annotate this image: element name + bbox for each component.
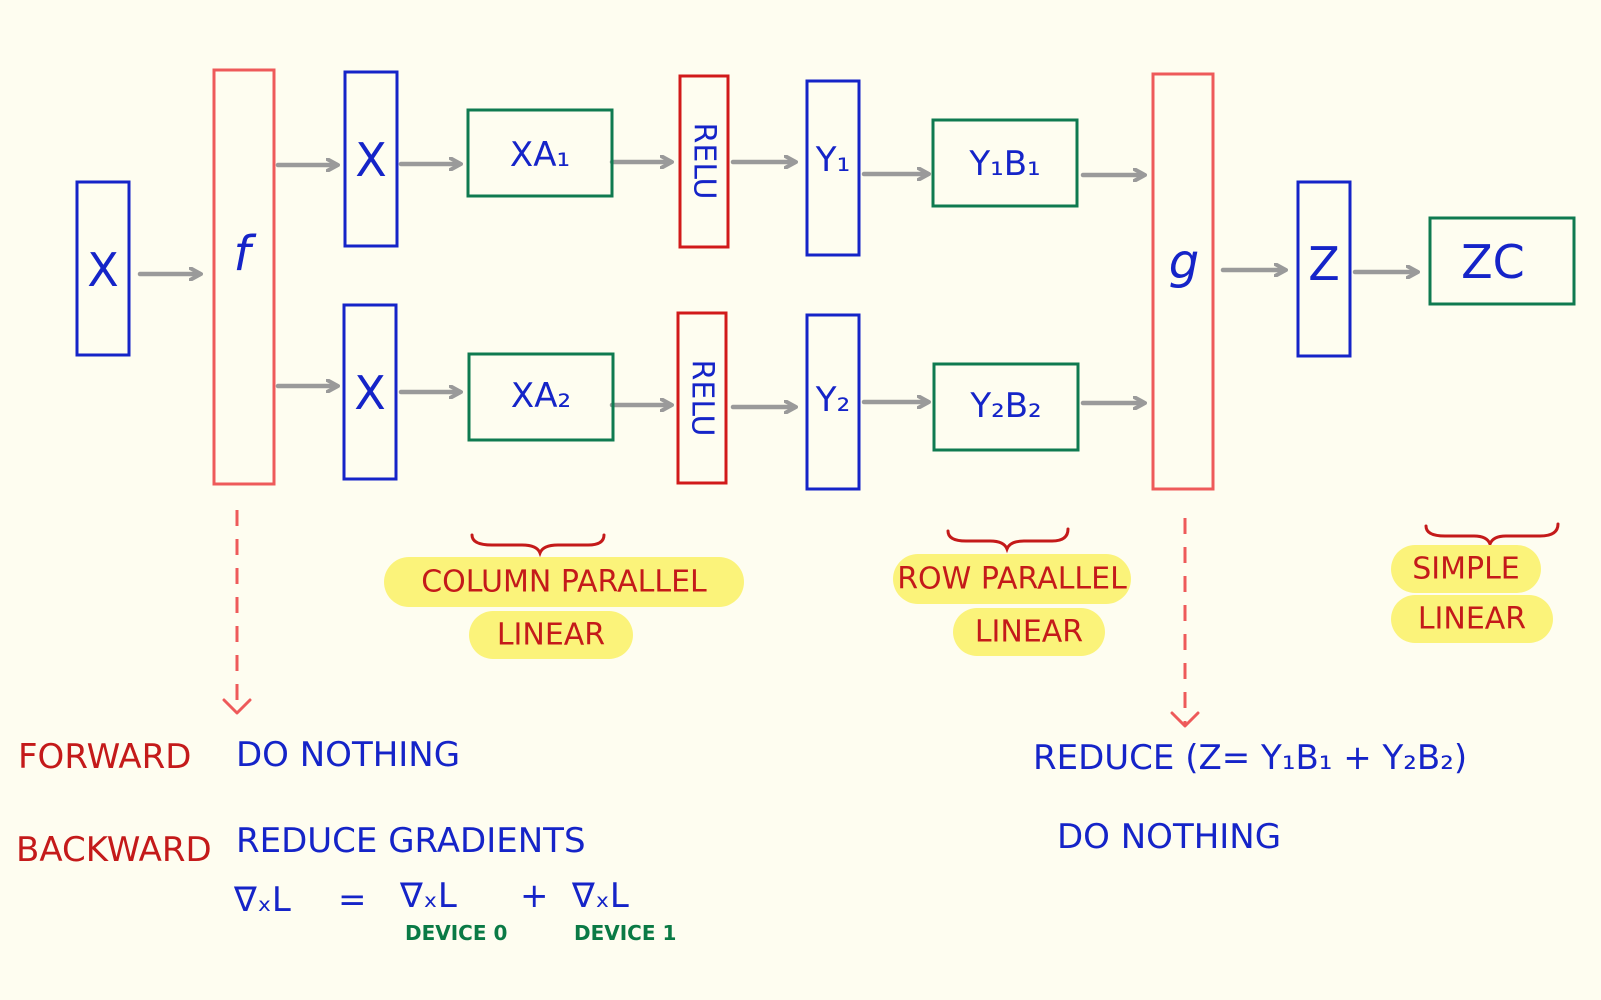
x-top-box <box>343 70 399 248</box>
z-box <box>1296 180 1352 358</box>
f-backward-note: REDUCE GRADIENTS <box>236 821 586 861</box>
y1b1-box <box>931 118 1079 208</box>
g-label: g <box>1169 234 1199 290</box>
f-forward-note: DO NOTHING <box>236 735 460 775</box>
highlight-column-parallel <box>384 557 744 607</box>
y2b2-box <box>932 362 1080 452</box>
highlight-simple-linear <box>1391 595 1553 643</box>
grad-lhs: ∇ₓL <box>233 880 291 920</box>
label-column-parallel: COLUMN PARALLEL <box>421 565 707 600</box>
device-1-label: DEVICE 1 <box>574 921 676 945</box>
zc-label: ZC <box>1461 235 1525 289</box>
grad-plus: + <box>520 876 549 916</box>
label-simple-linear: LINEAR <box>1418 602 1526 637</box>
highlight-row-linear <box>953 608 1105 656</box>
grad-term-device-1: ∇ₓL <box>571 876 629 916</box>
relu-bottom-box <box>676 311 728 485</box>
label-simple: SIMPLE <box>1412 552 1520 587</box>
grad-equals: = <box>338 880 367 920</box>
highlight-simple <box>1391 545 1541 593</box>
y2b2-label: Y₂B₂ <box>969 386 1041 426</box>
xa2-label: XA₂ <box>511 376 571 416</box>
x-top-label: X <box>355 133 387 187</box>
brace-simple <box>1424 522 1560 549</box>
f-box <box>212 68 276 486</box>
highlight-column-linear <box>469 611 633 659</box>
y1-label: Y₁ <box>815 140 850 180</box>
brace-column-parallel <box>470 533 606 558</box>
label-row-linear: LINEAR <box>975 615 1083 650</box>
label-row-parallel: ROW PARALLEL <box>897 562 1127 597</box>
y2-label: Y₂ <box>815 380 850 420</box>
relu-top-label: RELU <box>687 123 722 200</box>
y1-box <box>805 79 861 257</box>
highlight-row-parallel <box>893 554 1131 604</box>
g-box <box>1151 72 1215 491</box>
backward-label: BACKWARD <box>16 830 212 870</box>
xa1-label: XA₁ <box>510 135 570 175</box>
xa1-box <box>466 108 614 198</box>
x-bottom-label: X <box>354 366 386 420</box>
x-bottom-box <box>342 303 398 481</box>
forward-label: FORWARD <box>18 737 191 777</box>
zc-box <box>1428 216 1576 306</box>
relu-top-box <box>678 74 730 249</box>
input-x-label: X <box>87 243 119 297</box>
y2-box <box>805 313 861 491</box>
xa2-box <box>467 352 615 442</box>
brace-row-parallel <box>946 527 1070 554</box>
flow-arrows <box>137 162 1417 407</box>
device-0-label: DEVICE 0 <box>405 921 507 945</box>
f-label: f <box>234 226 257 282</box>
g-backward-note: DO NOTHING <box>1057 817 1281 857</box>
input-x-box <box>75 180 131 357</box>
y1b1-label: Y₁B₁ <box>968 144 1040 184</box>
relu-bottom-label: RELU <box>685 360 720 437</box>
g-forward-note: REDUCE (Z= Y₁B₁ + Y₂B₂) <box>1033 738 1467 778</box>
z-label: Z <box>1308 237 1340 291</box>
label-column-linear: LINEAR <box>497 618 605 653</box>
grad-term-device-0: ∇ₓL <box>399 876 457 916</box>
